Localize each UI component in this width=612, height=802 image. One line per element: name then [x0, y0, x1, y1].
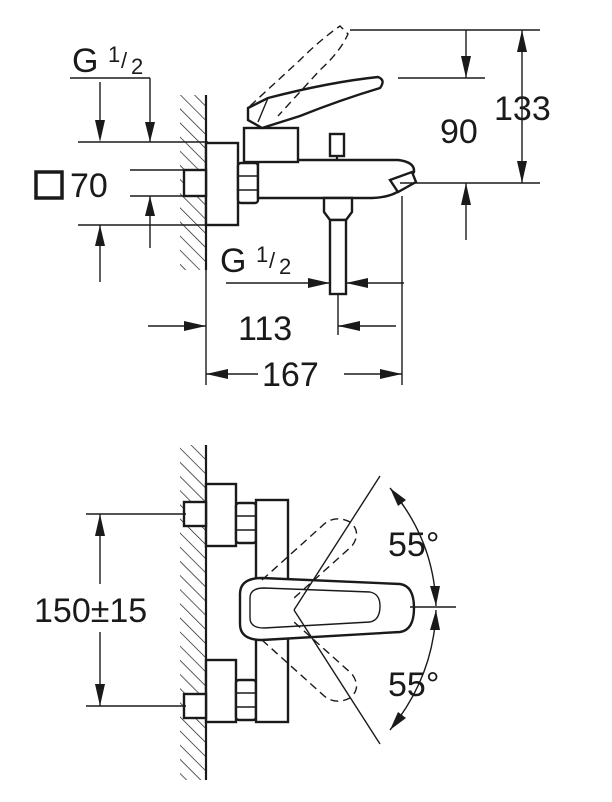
- dim-113-label: 113: [238, 310, 292, 348]
- thread-top-main: G: [72, 42, 98, 80]
- thread-top-den: 2: [131, 54, 143, 79]
- arrow-icon: [145, 196, 155, 216]
- wall-flange: [204, 141, 240, 227]
- dim-167-label: 167: [262, 356, 319, 394]
- arrow-icon: [308, 278, 330, 288]
- arrow-icon: [380, 369, 402, 379]
- arrow-icon: [95, 684, 105, 706]
- cartridge-housing: [242, 126, 300, 164]
- square-icon: [34, 170, 64, 200]
- arrow-icon: [95, 514, 105, 536]
- inlet-connector: [182, 168, 208, 198]
- arrow-icon: [338, 321, 360, 331]
- flange-lower: [204, 658, 238, 724]
- nut-upper: [234, 501, 258, 545]
- axis-up: [293, 475, 381, 611]
- thread-top-slash: /: [121, 48, 128, 73]
- thread-top-sup: 1: [108, 42, 120, 67]
- thread-outlet-sup: 1: [256, 242, 268, 267]
- arrow-icon: [95, 225, 105, 246]
- arrow-icon: [184, 321, 206, 331]
- angle-bottom-label: 55°: [388, 666, 439, 704]
- lever-handle-open: [249, 25, 349, 117]
- outlet-pipe: [328, 218, 348, 296]
- spout-tip: [388, 170, 418, 194]
- arrow-icon: [517, 161, 527, 183]
- thread-outlet-den: 2: [279, 254, 291, 279]
- lever-handle-plan: [238, 576, 416, 642]
- thread-outlet-main: G: [220, 242, 246, 280]
- arrow-icon: [390, 712, 406, 730]
- dim-90-label: 90: [440, 113, 478, 151]
- dim-150-label: 150±15: [34, 592, 147, 630]
- square-label: 70: [70, 167, 108, 205]
- arrow-icon: [346, 278, 368, 288]
- connector-upper: [182, 500, 208, 528]
- arrow-icon: [461, 183, 471, 205]
- arrow-icon: [390, 488, 406, 506]
- dim-133-label: 133: [494, 90, 551, 128]
- arrow-icon: [461, 56, 471, 78]
- arrow-icon: [145, 122, 155, 142]
- hex-nut: [236, 161, 260, 205]
- axis-down: [293, 609, 381, 745]
- flange-upper: [204, 482, 238, 548]
- arrow-icon: [517, 30, 527, 52]
- thread-outlet-slash: /: [269, 248, 276, 273]
- top-view: G 1 / 2 70 90 133 G 1 / 2: [34, 25, 551, 394]
- lever-handle-inner: [249, 587, 381, 629]
- wall-hatch-bottom: [180, 445, 206, 780]
- angle-top-label: 55°: [388, 526, 439, 564]
- nut-lower: [234, 678, 258, 722]
- diverter-knob: [328, 132, 346, 158]
- lever-handle: [246, 75, 384, 130]
- arrow-icon: [95, 120, 105, 142]
- arrow-icon: [206, 369, 228, 379]
- bottom-view: 55° 55° 150±15: [34, 445, 456, 780]
- lever-handle-line: [257, 97, 269, 123]
- arrow-icon: [430, 586, 440, 606]
- arrow-icon: [430, 610, 440, 630]
- connector-lower: [182, 692, 208, 720]
- outlet-fitting: [322, 196, 354, 222]
